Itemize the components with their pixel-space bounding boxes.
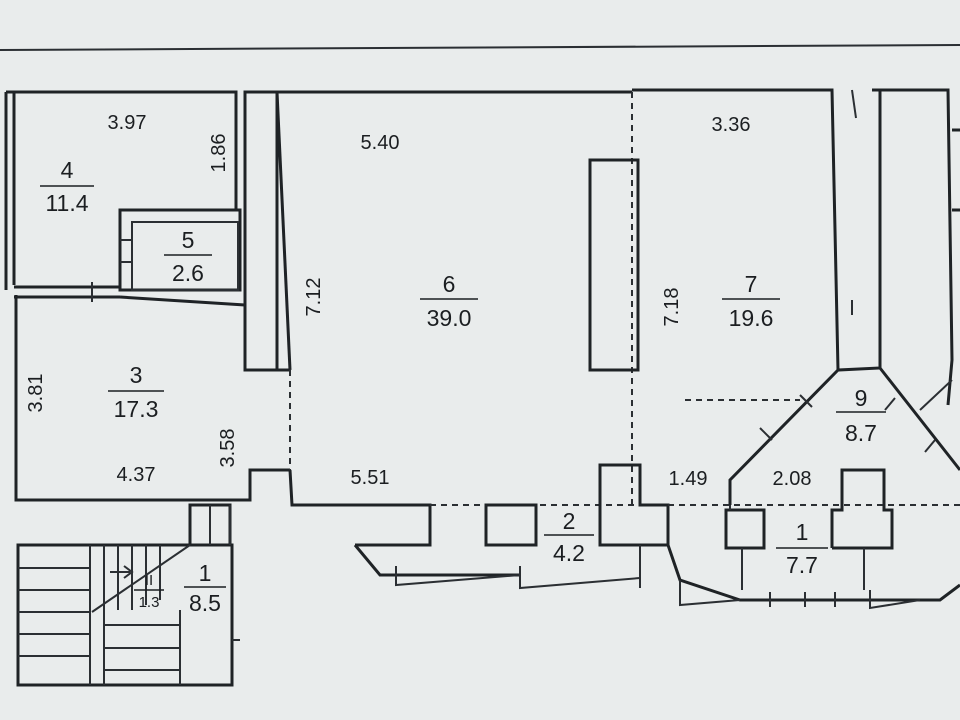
- dimension-label: 1.49: [669, 468, 708, 490]
- dimension-label: 2.08: [773, 468, 812, 490]
- room-4-number: 4: [61, 157, 74, 183]
- room-7-walls: [632, 88, 882, 401]
- room-3-area: 17.3: [114, 396, 159, 422]
- room-6-number: 6: [443, 271, 456, 297]
- corridor-walls: [353, 463, 960, 610]
- staircase: [16, 503, 240, 687]
- stair-ii-number: II: [145, 572, 153, 589]
- dimension-label: 3.97: [108, 112, 147, 134]
- stair-1-number: 1: [199, 560, 212, 586]
- room-9-area: 8.7: [845, 420, 877, 446]
- left-block-walls: [4, 90, 291, 502]
- dimension-label: 3.58: [217, 429, 239, 468]
- room-2-number: 2: [563, 508, 576, 534]
- stair-1-area: 8.5: [189, 590, 221, 616]
- room-5-number: 5: [182, 227, 195, 253]
- column-wall: [243, 90, 279, 372]
- room-1-number: 1: [796, 519, 809, 545]
- room-4-area: 11.4: [45, 190, 88, 216]
- room-3-number: 3: [130, 362, 143, 388]
- dimension-label: 5.51: [351, 467, 390, 489]
- room-7-number: 7: [745, 271, 758, 297]
- room-7-area: 19.6: [729, 305, 774, 331]
- room-2-area: 4.2: [553, 540, 585, 566]
- room-9-number: 9: [855, 385, 868, 411]
- stair-ii-area: 1.3: [139, 594, 160, 611]
- dimension-label: 3.36: [712, 114, 751, 136]
- room-1-area: 7.7: [786, 552, 818, 578]
- dimension-label: 7.12: [303, 278, 325, 317]
- room-5-area: 2.6: [172, 260, 204, 286]
- dimension-label: 5.40: [361, 132, 400, 154]
- right-room-walls: [872, 88, 954, 406]
- dimension-label: 4.37: [117, 464, 156, 486]
- dimension-label: 1.86: [208, 134, 230, 173]
- dimension-label: 3.81: [25, 374, 47, 413]
- room-6-area: 39.0: [427, 305, 472, 331]
- room-6-walls: [275, 90, 640, 547]
- top-boundary-line: [0, 44, 960, 51]
- dimension-label: 7.18: [661, 288, 683, 327]
- room-9-walls: [728, 367, 960, 505]
